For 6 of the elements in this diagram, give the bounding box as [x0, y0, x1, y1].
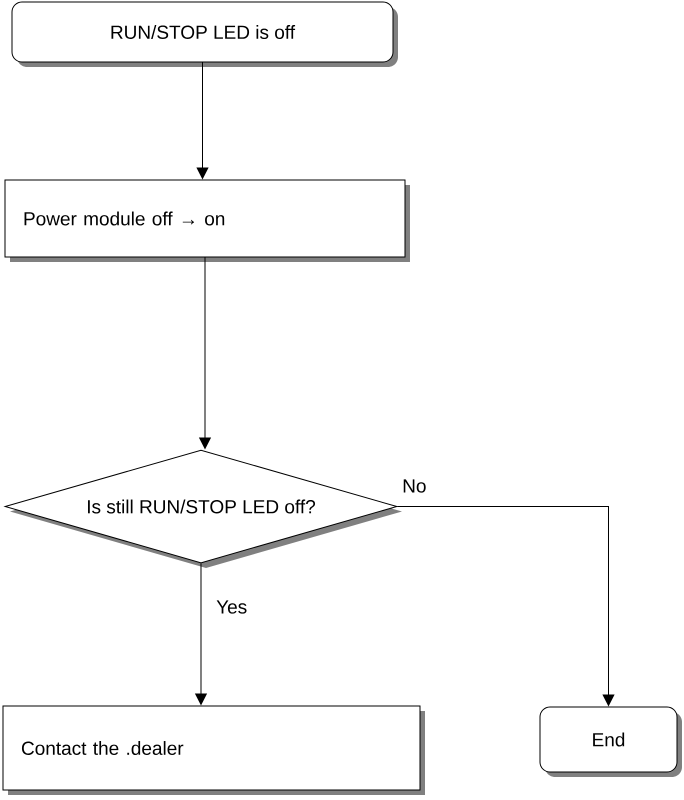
edge-label: Yes — [216, 600, 247, 614]
edge-label: No — [404, 479, 426, 493]
terminal-box: End — [540, 706, 682, 777]
process-box: Power module off → on — [4, 180, 410, 262]
process-box: Contact the .dealer — [2, 706, 425, 795]
terminal-box: RUN/STOP LED is off — [12, 2, 398, 67]
